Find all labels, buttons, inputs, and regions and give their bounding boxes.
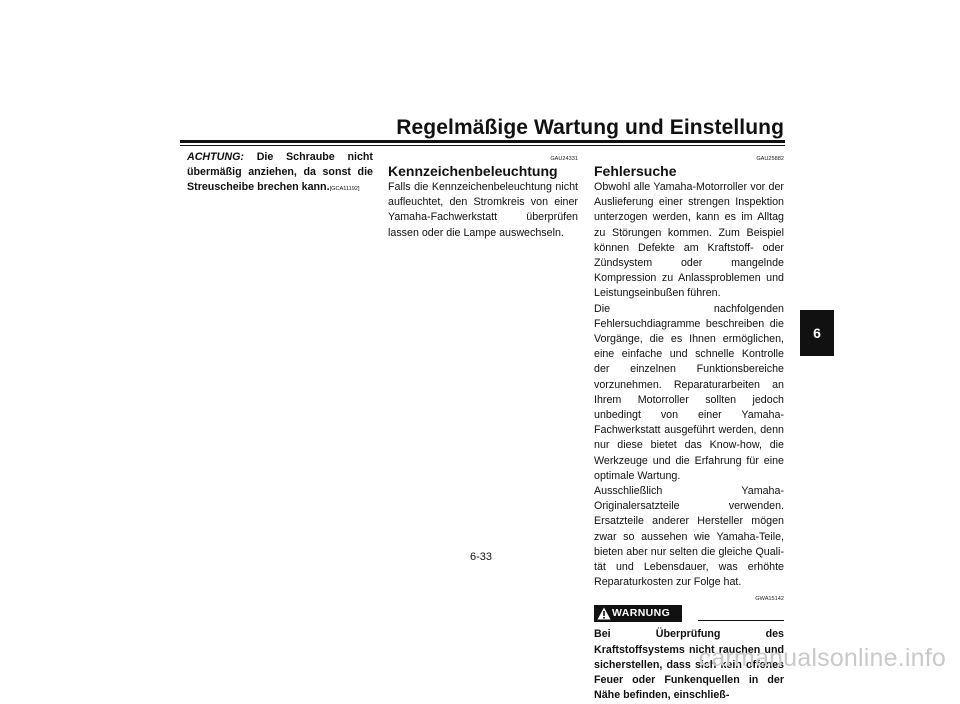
warning-row: WARNUNG: [594, 605, 784, 623]
page-number: 6-33: [470, 551, 493, 563]
caution-label: ACHTUNG:: [187, 151, 244, 163]
header-rule: [180, 140, 785, 143]
page-header-title: Regelmäßige Wartung und Einstellung: [396, 116, 784, 139]
column-middle: GAU24331 Kennzeichenbeleuchtung Falls di…: [388, 150, 578, 241]
section-code: GAU24331: [550, 156, 578, 162]
section-title-fehlersuche: Fehlersuche: [594, 163, 677, 179]
watermark[interactable]: carmanualsonline.info: [698, 644, 946, 672]
warning-badge: WARNUNG: [594, 605, 682, 623]
column-left: ACHTUNG: Die Schraube nicht übermäßig an…: [187, 150, 373, 198]
paragraph-1: Obwohl alle Yamaha-Motorroller vor der A…: [594, 181, 784, 300]
header-rule-thin: [180, 145, 785, 146]
chapter-tab[interactable]: 6: [800, 310, 834, 356]
caution-paragraph: ACHTUNG: Die Schraube nicht übermäßig an…: [187, 150, 373, 198]
caution-text: Die Schraube nicht übermäßig anziehen, d…: [187, 151, 373, 194]
section-title-kennzeichenbeleuchtung: Kennzeichenbeleuchtung: [388, 163, 558, 179]
warning-triangle-icon: [596, 605, 612, 622]
caution-code: [GCA11192]: [329, 186, 360, 193]
section-body: Falls die Kennzeichenbeleuchtung nicht a…: [388, 181, 578, 239]
paragraph-3: Ausschließlich Yamaha-Originalersatzteil…: [594, 485, 784, 589]
section-code: GAU25882: [756, 156, 784, 162]
column-right: GAU25882 Fehlersuche Obwohl alle Yamaha-…: [594, 150, 784, 704]
paragraph-2: Die nachfolgenden Fehlersuchdiagramme be…: [594, 302, 784, 482]
warning-label: WARNUNG: [612, 607, 671, 620]
warning-rule: [698, 620, 784, 622]
warning-code: GWA15142: [755, 596, 784, 603]
